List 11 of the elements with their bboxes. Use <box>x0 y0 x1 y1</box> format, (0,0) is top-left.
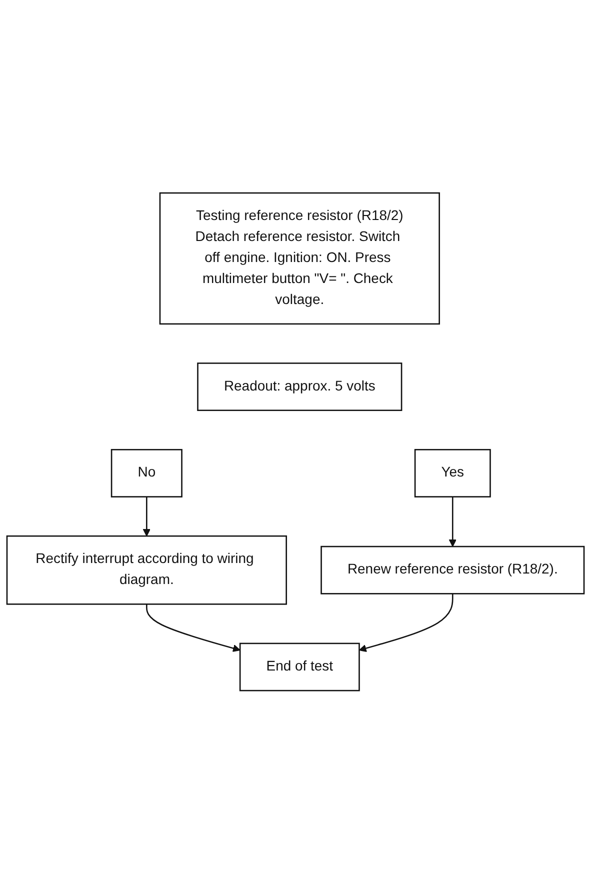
node-box: Readout: approx. 5 volts <box>197 362 402 412</box>
node-box: Rectify interrupt according to wiring diagram. <box>6 536 287 606</box>
node-box: Testing reference resistor (R18/2) Detach reference resistor. Switch off engine. Ignition: ON. Press multimeter button "V= ". Check voltage. <box>159 192 440 325</box>
node-box: End of test <box>239 643 360 692</box>
node-box: Renew reference resistor (R18/2). <box>320 546 585 595</box>
arrow <box>448 497 456 548</box>
arrow <box>142 497 150 537</box>
node-box: Yes <box>414 449 491 498</box>
arrow <box>358 594 454 652</box>
node-box: No <box>110 449 182 498</box>
arrow <box>146 604 240 652</box>
